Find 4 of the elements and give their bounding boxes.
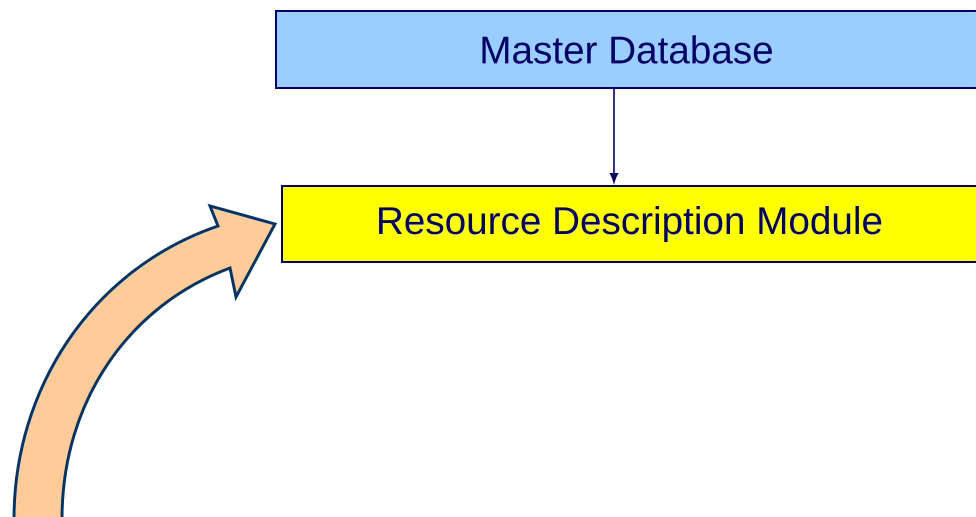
curved-block-arrow — [12, 204, 276, 517]
database-box: Master Database — [275, 10, 976, 89]
arrow — [610, 89, 618, 183]
module-box: Resource Description Module — [281, 185, 976, 263]
